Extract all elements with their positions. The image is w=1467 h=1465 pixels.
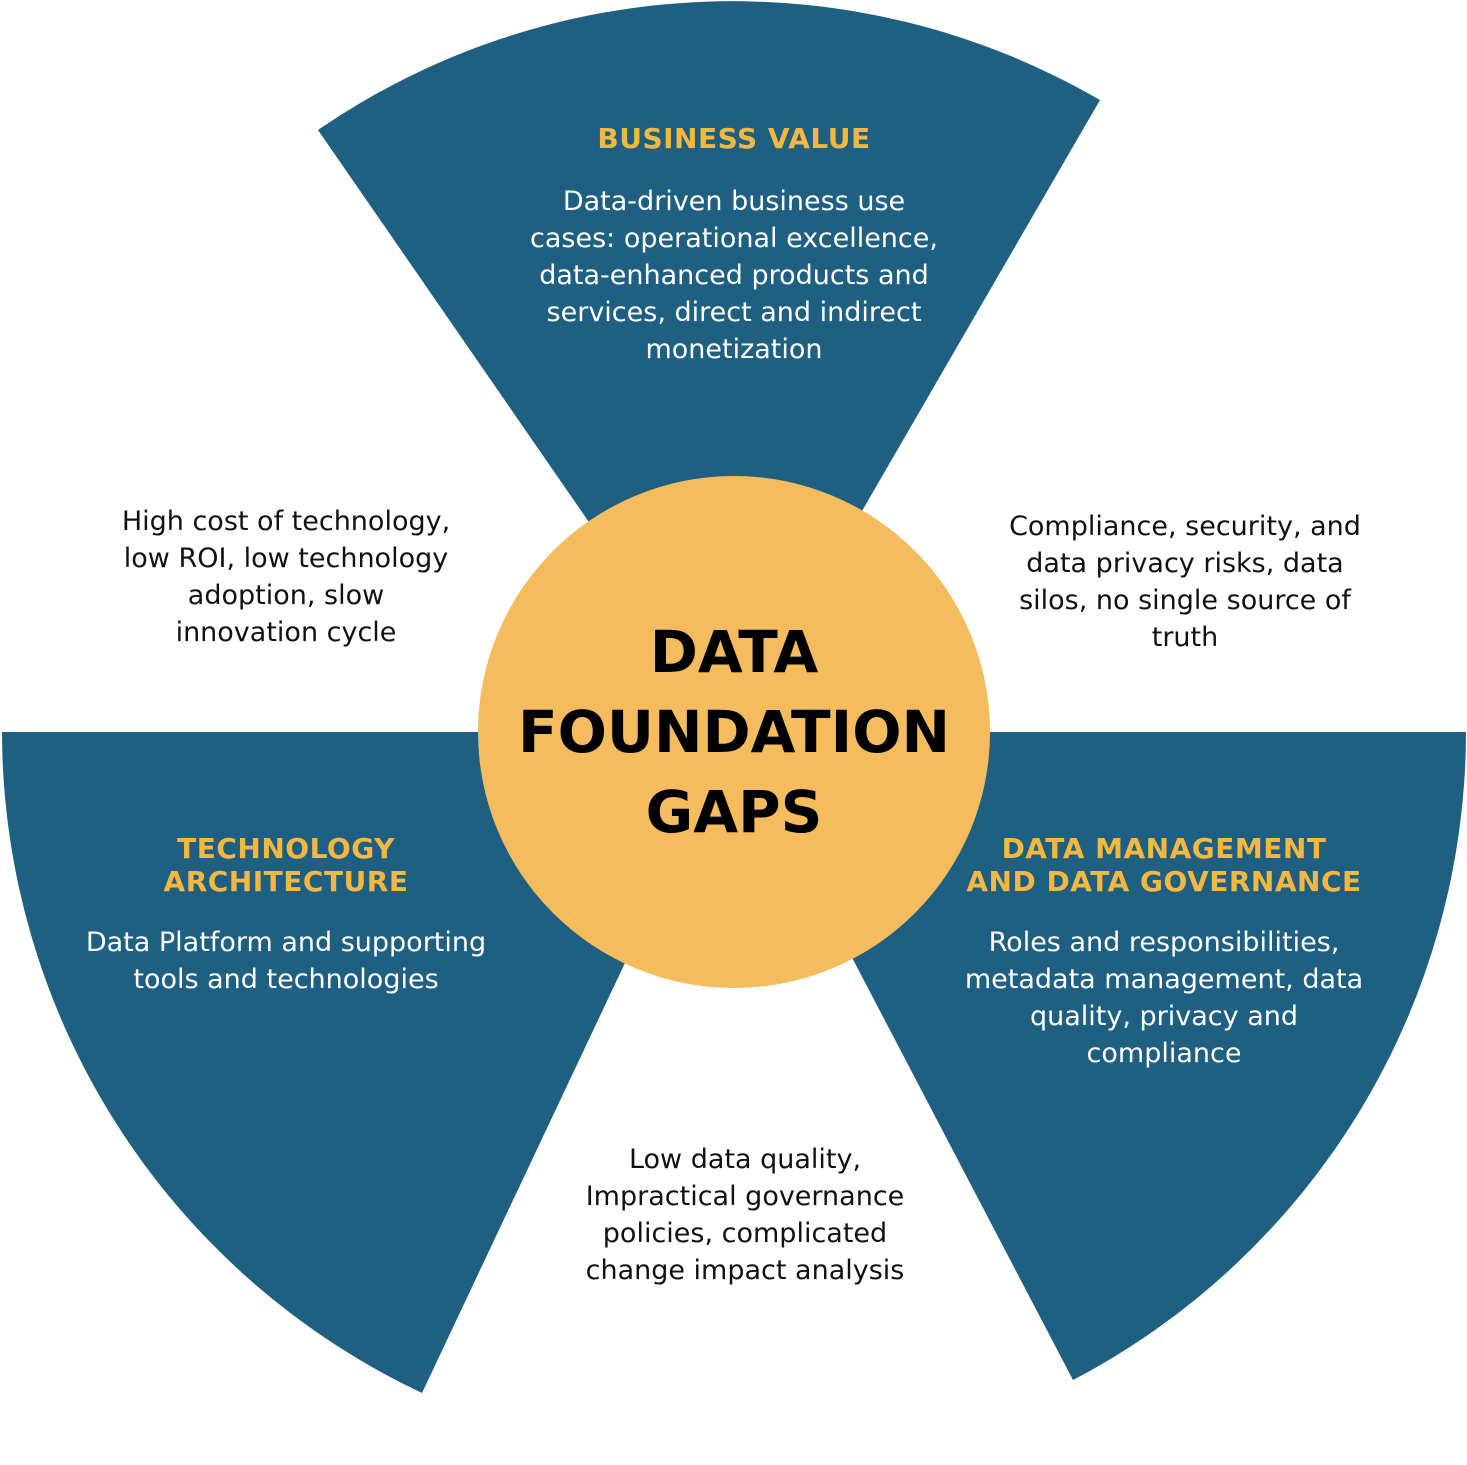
segment-technology-architecture: TECHNOLOGY ARCHITECTURE Data Platform an… bbox=[56, 832, 516, 998]
description-line: monetization bbox=[645, 334, 823, 365]
gap-line: silos, no single source of bbox=[1019, 585, 1351, 616]
description-line: cases: operational excellence, bbox=[530, 223, 938, 254]
gap-line: Compliance, security, and bbox=[1009, 511, 1361, 542]
gap-technology-governance: Low data quality, Impractical governance… bbox=[545, 1141, 945, 1289]
gap-business-governance: Compliance, security, and data privacy r… bbox=[975, 508, 1395, 656]
gap-line: low ROI, low technology bbox=[123, 543, 449, 574]
segment-title: DATA MANAGEMENT AND DATA GOVERNANCE bbox=[924, 832, 1404, 898]
gap-line: change impact analysis bbox=[585, 1255, 905, 1286]
center-title-line-2: FOUNDATION bbox=[517, 698, 951, 766]
gap-line: High cost of technology, bbox=[121, 506, 451, 537]
gap-line: truth bbox=[1151, 622, 1219, 653]
description-line: services, direct and indirect bbox=[546, 297, 922, 328]
center-title: DATA FOUNDATION GAPS bbox=[478, 612, 990, 852]
description-line: tools and technologies bbox=[133, 964, 439, 995]
title-line: AND DATA GOVERNANCE bbox=[966, 865, 1362, 898]
segment-data-management-governance: DATA MANAGEMENT AND DATA GOVERNANCE Role… bbox=[924, 832, 1404, 1072]
gap-line: policies, complicated bbox=[602, 1218, 888, 1249]
segment-title: BUSINESS VALUE bbox=[597, 122, 871, 155]
description-line: Roles and responsibilities, bbox=[988, 927, 1340, 958]
gap-line: data privacy risks, data bbox=[1026, 548, 1344, 579]
segment-description: Roles and responsibilities, metadata man… bbox=[924, 924, 1404, 1072]
segment-description: Data Platform and supporting tools and t… bbox=[56, 924, 516, 998]
description-line: quality, privacy and bbox=[1030, 1001, 1298, 1032]
gap-line: Impractical governance bbox=[585, 1181, 905, 1212]
center-title-line-1: DATA bbox=[649, 618, 819, 686]
description-line: compliance bbox=[1086, 1038, 1242, 1069]
description-line: Data-driven business use bbox=[562, 186, 906, 217]
description-line: Data Platform and supporting bbox=[85, 927, 487, 958]
segment-description: Data-driven business use cases: operatio… bbox=[484, 183, 984, 368]
title-line: DATA MANAGEMENT bbox=[1001, 832, 1327, 865]
gap-line: Low data quality, bbox=[628, 1144, 862, 1175]
wedge-business-value bbox=[318, 1, 1100, 732]
center-circle bbox=[478, 476, 990, 988]
title-line: ARCHITECTURE bbox=[163, 865, 409, 898]
segment-business-value: BUSINESS VALUE Data-driven business use … bbox=[484, 122, 984, 368]
gap-business-technology: High cost of technology, low ROI, low te… bbox=[86, 503, 486, 651]
description-line: data-enhanced products and bbox=[539, 260, 929, 291]
gap-line: innovation cycle bbox=[175, 617, 397, 648]
gap-line: adoption, slow bbox=[187, 580, 385, 611]
description-line: metadata management, data bbox=[964, 964, 1364, 995]
segment-title: TECHNOLOGY ARCHITECTURE bbox=[56, 832, 516, 898]
center-title-line-3: GAPS bbox=[645, 778, 823, 846]
title-line: TECHNOLOGY bbox=[177, 832, 395, 865]
